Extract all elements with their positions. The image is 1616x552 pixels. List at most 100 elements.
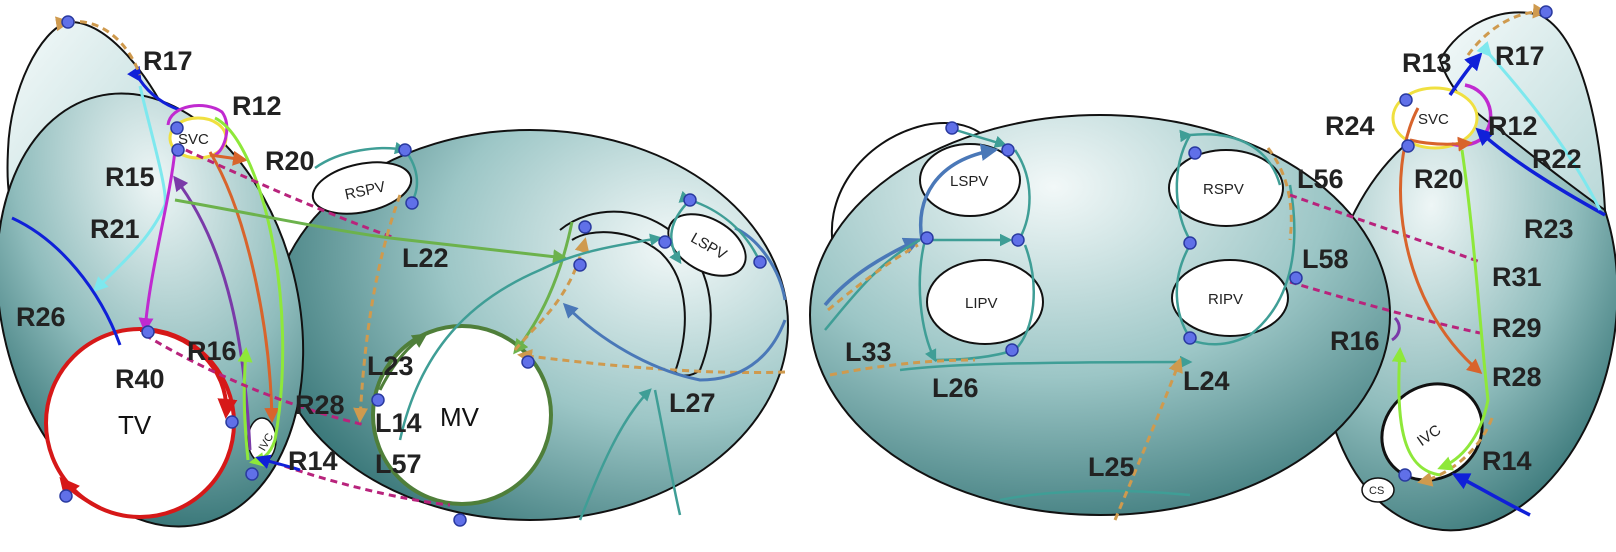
- tv-label: TV: [118, 410, 152, 440]
- label-l25-right: L25: [1088, 452, 1135, 482]
- svc-left-label: SVC: [178, 131, 209, 148]
- label-r26-left: R26: [16, 302, 66, 332]
- path-navy-r26-left: [11, 216, 122, 346]
- node: [371, 393, 385, 407]
- path-blue-lspv-right: [918, 143, 999, 241]
- node: [1398, 468, 1412, 482]
- cs-right: [1361, 477, 1395, 503]
- node: [1011, 233, 1025, 247]
- node: [61, 15, 75, 29]
- path-lime-right: [1437, 149, 1490, 471]
- label-l14-left: L14: [375, 408, 422, 438]
- path-navy-r14-left: [255, 454, 301, 472]
- label-r14-left: R14: [288, 446, 338, 476]
- node: [658, 235, 672, 249]
- path-purple-left: [173, 175, 252, 451]
- path-red-tv-left: [139, 328, 238, 419]
- node: [920, 231, 934, 245]
- path-teal-bottom-right: [999, 489, 1191, 502]
- node: [573, 258, 587, 272]
- node: [141, 325, 155, 339]
- label-l56-right: L56: [1297, 164, 1344, 194]
- path-dashed-top-left: [55, 16, 142, 76]
- node: [1188, 146, 1202, 160]
- node: [171, 143, 185, 157]
- svc-right: [1391, 86, 1479, 150]
- path-blue-lspv-left: [734, 226, 787, 301]
- path-orange-r24-right: [1399, 107, 1483, 374]
- node: [578, 220, 592, 234]
- path-dashed-top-right: [1466, 3, 1548, 56]
- node: [1289, 271, 1303, 285]
- label-l22-left: L22: [402, 243, 449, 273]
- path-orange-svc-left: [209, 150, 248, 166]
- ripv-right-label: RIPV: [1208, 291, 1243, 308]
- label-r17-right: R17: [1495, 41, 1545, 71]
- label-r28-right: R28: [1492, 362, 1542, 392]
- path-teal-lspv-right: [1013, 149, 1031, 239]
- node: [1539, 5, 1553, 19]
- lspv-right-label: LSPV: [950, 173, 988, 190]
- label-r28-left: R28: [295, 390, 345, 420]
- node: [1399, 93, 1413, 107]
- path-navy-r13-right: [1448, 52, 1483, 96]
- path-teal-lipv-right: [918, 239, 937, 363]
- path-dashed-l56-right: [1266, 147, 1293, 241]
- label-r20-right: R20: [1414, 164, 1464, 194]
- rspv-right: [1168, 149, 1284, 227]
- svc-right-label: SVC: [1418, 111, 1449, 128]
- node: [453, 513, 467, 527]
- node: [1183, 331, 1197, 345]
- path-dashed-mag-2-left: [261, 456, 451, 507]
- path-dashed-mag-3-left: [174, 143, 393, 239]
- label-r17-left: R17: [143, 46, 193, 76]
- lipv-right-label: LIPV: [965, 295, 998, 312]
- node: [1001, 143, 1015, 157]
- mv-label: MV: [440, 402, 480, 432]
- path-teal-ripv-right: [1175, 244, 1192, 339]
- nodes-right: [920, 5, 1553, 482]
- label-r12-left: R12: [232, 91, 282, 121]
- path-green-l22-left: [174, 198, 568, 265]
- label-r23-right: R23: [1524, 214, 1574, 244]
- label-r29-right: R29: [1492, 313, 1542, 343]
- right-figure: LSPV LIPV RSPV RIPV SVC IVC CS: [809, 3, 1616, 532]
- node: [945, 121, 959, 135]
- rspv-left: [311, 161, 413, 215]
- path-teal-7-left: [314, 141, 408, 170]
- label-r20-left: R20: [265, 146, 315, 176]
- path-blue-left-right: [823, 237, 922, 307]
- label-l26-right: L26: [932, 373, 979, 403]
- path-teal-ripv-b-right: [1189, 184, 1296, 346]
- node: [1401, 139, 1415, 153]
- path-orange-r20-left: [208, 151, 280, 423]
- label-l58-right: L58: [1302, 244, 1349, 274]
- ripv-right: [1171, 259, 1289, 337]
- path-dashed-l27-left: [517, 349, 786, 375]
- node: [225, 415, 239, 429]
- label-l24-right: L24: [1183, 366, 1230, 396]
- label-r24-right: R24: [1325, 111, 1375, 141]
- path-teal-l33-right: [824, 238, 921, 331]
- path-teal-rspv-b-right: [1179, 129, 1282, 186]
- path-teal-4-left: [578, 388, 652, 521]
- path-dashed-mag-l58-right: [1289, 280, 1481, 335]
- label-l57-left: L57: [375, 449, 422, 479]
- path-dashed-ivc-right: [1417, 417, 1494, 487]
- node: [1005, 343, 1019, 357]
- path-teal-2-left: [669, 199, 691, 265]
- node: [683, 193, 697, 207]
- lspv-left: [667, 213, 747, 277]
- node: [245, 467, 259, 481]
- cs-right-label: CS: [1369, 485, 1384, 497]
- nodes-left: [59, 15, 767, 527]
- label-r16-right: R16: [1330, 326, 1380, 356]
- label-l27-left: L27: [669, 388, 716, 418]
- label-r22-right: R22: [1532, 144, 1582, 174]
- label-r16-left: R16: [187, 336, 237, 366]
- label-l23-left: L23: [367, 351, 414, 381]
- label-r31-right: R31: [1492, 262, 1542, 292]
- la-appendage-right: [830, 121, 996, 256]
- path-magenta-r40-left: [138, 149, 177, 333]
